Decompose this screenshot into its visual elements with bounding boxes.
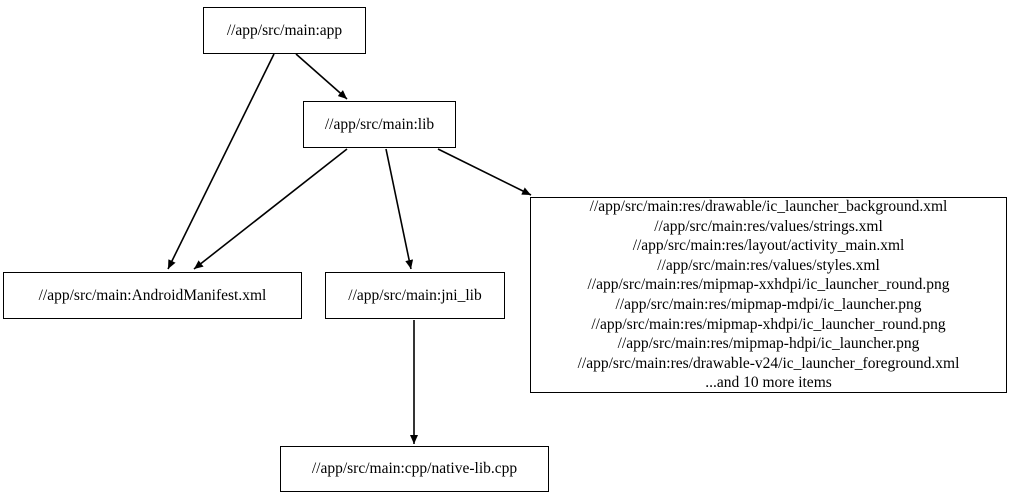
graph-node-lib[interactable]: //app/src/main:lib xyxy=(303,101,456,148)
graph-node-native-lib[interactable]: //app/src/main:cpp/native-lib.cpp xyxy=(280,446,549,492)
node-label-android-manifest: //app/src/main:AndroidManifest.xml xyxy=(38,286,267,304)
edge-lib-to-jni-lib xyxy=(385,148,414,270)
graph-node-app[interactable]: //app/src/main:app xyxy=(203,7,366,54)
graph-node-jni-lib[interactable]: //app/src/main:jni_lib xyxy=(325,272,505,319)
node-label-native-lib: //app/src/main:cpp/native-lib.cpp xyxy=(311,460,518,478)
edge-lib-to-manifest xyxy=(193,148,348,270)
graph-node-android-manifest[interactable]: //app/src/main:AndroidManifest.xml xyxy=(3,272,302,319)
node-label-lib: //app/src/main:lib xyxy=(324,115,435,133)
graph-node-res-bundle[interactable]: //app/src/main:res/drawable/ic_launcher_… xyxy=(530,197,1007,393)
edge-app-to-lib xyxy=(295,53,348,100)
node-label-res-bundle: //app/src/main:res/drawable/ic_launcher_… xyxy=(577,198,960,392)
edge-lib-to-res xyxy=(437,148,532,196)
edge-app-to-manifest xyxy=(167,53,275,270)
node-label-jni-lib: //app/src/main:jni_lib xyxy=(348,286,482,304)
node-label-app: //app/src/main:app xyxy=(226,21,343,39)
